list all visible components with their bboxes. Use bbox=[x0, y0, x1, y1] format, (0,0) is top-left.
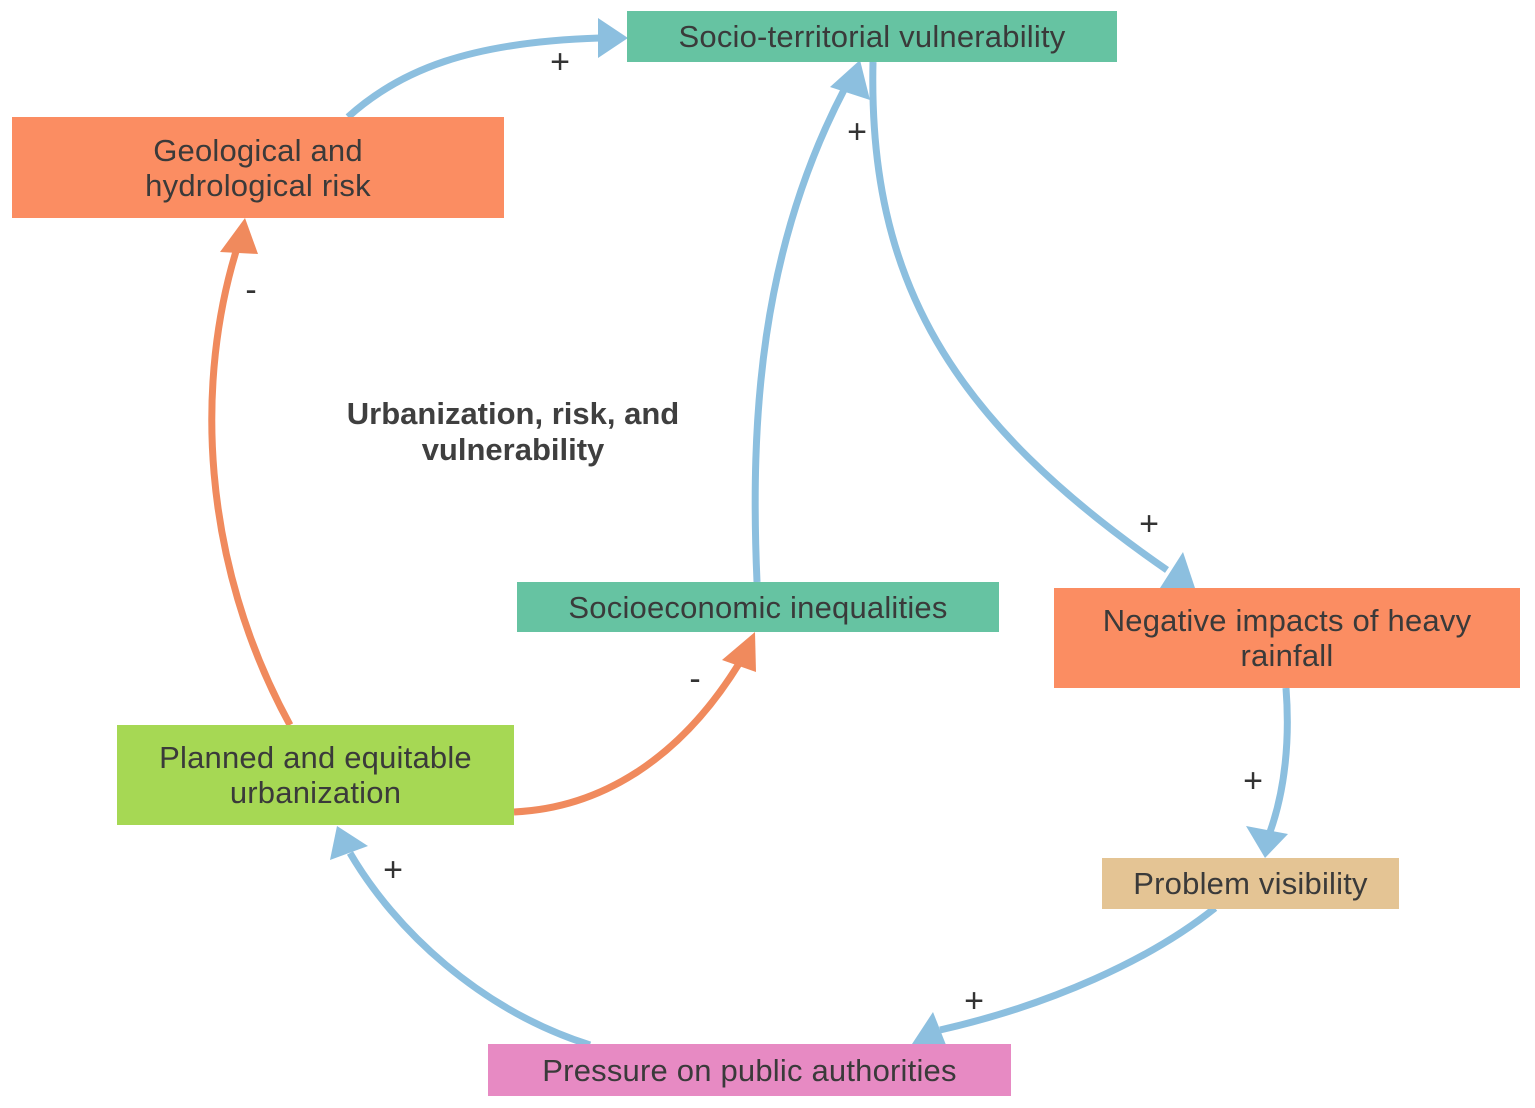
diagram-title: Urbanization, risk, and vulnerability bbox=[346, 396, 680, 467]
node-socio-territorial-vulnerability: Socio-territorial vulnerability bbox=[627, 11, 1117, 62]
link-socio-territorial-to-negative-impacts bbox=[869, 61, 1169, 573]
arrowhead-visibility bbox=[1246, 826, 1288, 858]
link-socioeconomic-to-socio-territorial bbox=[751, 86, 849, 583]
arrowhead-pressure bbox=[912, 1012, 948, 1050]
arrowhead-planned bbox=[330, 826, 368, 860]
node-pressure-public-authorities: Pressure on public authorities bbox=[488, 1044, 1011, 1096]
arrowhead-negative-impacts bbox=[1160, 552, 1195, 588]
sign-geological-to-socio-territorial: + bbox=[550, 43, 570, 81]
arrowhead-socio-territorial-bottom bbox=[830, 60, 870, 100]
arrowhead-socio-territorial-left bbox=[598, 18, 628, 58]
sign-socio-territorial-to-negative-impacts: + bbox=[1139, 505, 1159, 543]
node-planned-equitable-urbanization: Planned and equitable urbanization bbox=[117, 725, 514, 825]
node-socioeconomic-inequalities: Socioeconomic inequalities bbox=[517, 582, 999, 632]
node-negative-impacts-heavy-rainfall: Negative impacts of heavy rainfall bbox=[1054, 588, 1520, 688]
node-problem-visibility: Problem visibility bbox=[1102, 858, 1399, 909]
sign-visibility-to-pressure: + bbox=[964, 982, 984, 1020]
sign-planned-to-geological: - bbox=[245, 271, 257, 309]
link-planned-to-socioeconomic bbox=[513, 660, 743, 816]
sign-pressure-to-planned: + bbox=[383, 851, 403, 889]
link-geological-to-socio-territorial bbox=[345, 34, 601, 120]
link-negative-impacts-to-visibility bbox=[1266, 687, 1291, 834]
links bbox=[208, 18, 1291, 1050]
sign-planned-to-socioeconomic: - bbox=[689, 660, 701, 698]
arrowhead-geological bbox=[220, 218, 258, 254]
sign-negative-impacts-to-visibility: + bbox=[1243, 762, 1263, 800]
link-planned-to-geological bbox=[208, 243, 294, 727]
sign-socioeconomic-to-socio-territorial: + bbox=[847, 113, 867, 151]
node-geological-hydrological-risk: Geological and hydrological risk bbox=[12, 117, 504, 218]
link-visibility-to-pressure bbox=[939, 905, 1218, 1034]
arrowhead-socioeconomic bbox=[722, 632, 756, 672]
link-pressure-to-planned bbox=[346, 851, 592, 1049]
